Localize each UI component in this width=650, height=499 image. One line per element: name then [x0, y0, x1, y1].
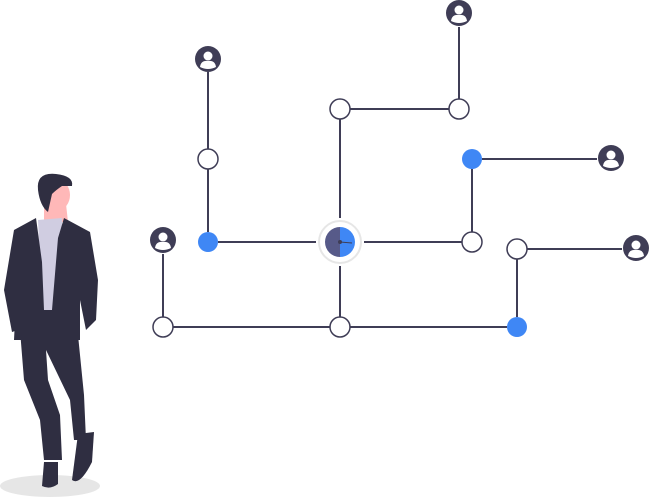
hub-center [338, 240, 342, 244]
hub-dark-half [325, 227, 340, 257]
network-node[interactable] [329, 316, 351, 338]
active-node[interactable] [198, 232, 218, 252]
network-node[interactable] [506, 238, 528, 260]
hub-blue-half [340, 227, 355, 257]
shoe-right [72, 432, 94, 482]
shoe-left [42, 462, 58, 488]
user-icon[interactable] [150, 227, 176, 253]
user-icon[interactable] [623, 235, 649, 261]
suit-jacket [4, 218, 98, 340]
network-node[interactable] [448, 98, 470, 120]
connection-lines [162, 27, 622, 328]
active-node[interactable] [507, 317, 527, 337]
user-icon[interactable] [195, 46, 221, 72]
hair [37, 173, 73, 212]
user-icon[interactable] [446, 0, 472, 26]
network-node[interactable] [461, 231, 483, 253]
hub-node[interactable] [318, 220, 362, 264]
user-icon[interactable] [598, 145, 624, 171]
active-node[interactable] [462, 149, 482, 169]
hub-hand [339, 241, 353, 244]
person-figure [0, 173, 100, 497]
network-node[interactable] [152, 316, 174, 338]
network-node[interactable] [197, 148, 219, 170]
network-node[interactable] [329, 98, 351, 120]
